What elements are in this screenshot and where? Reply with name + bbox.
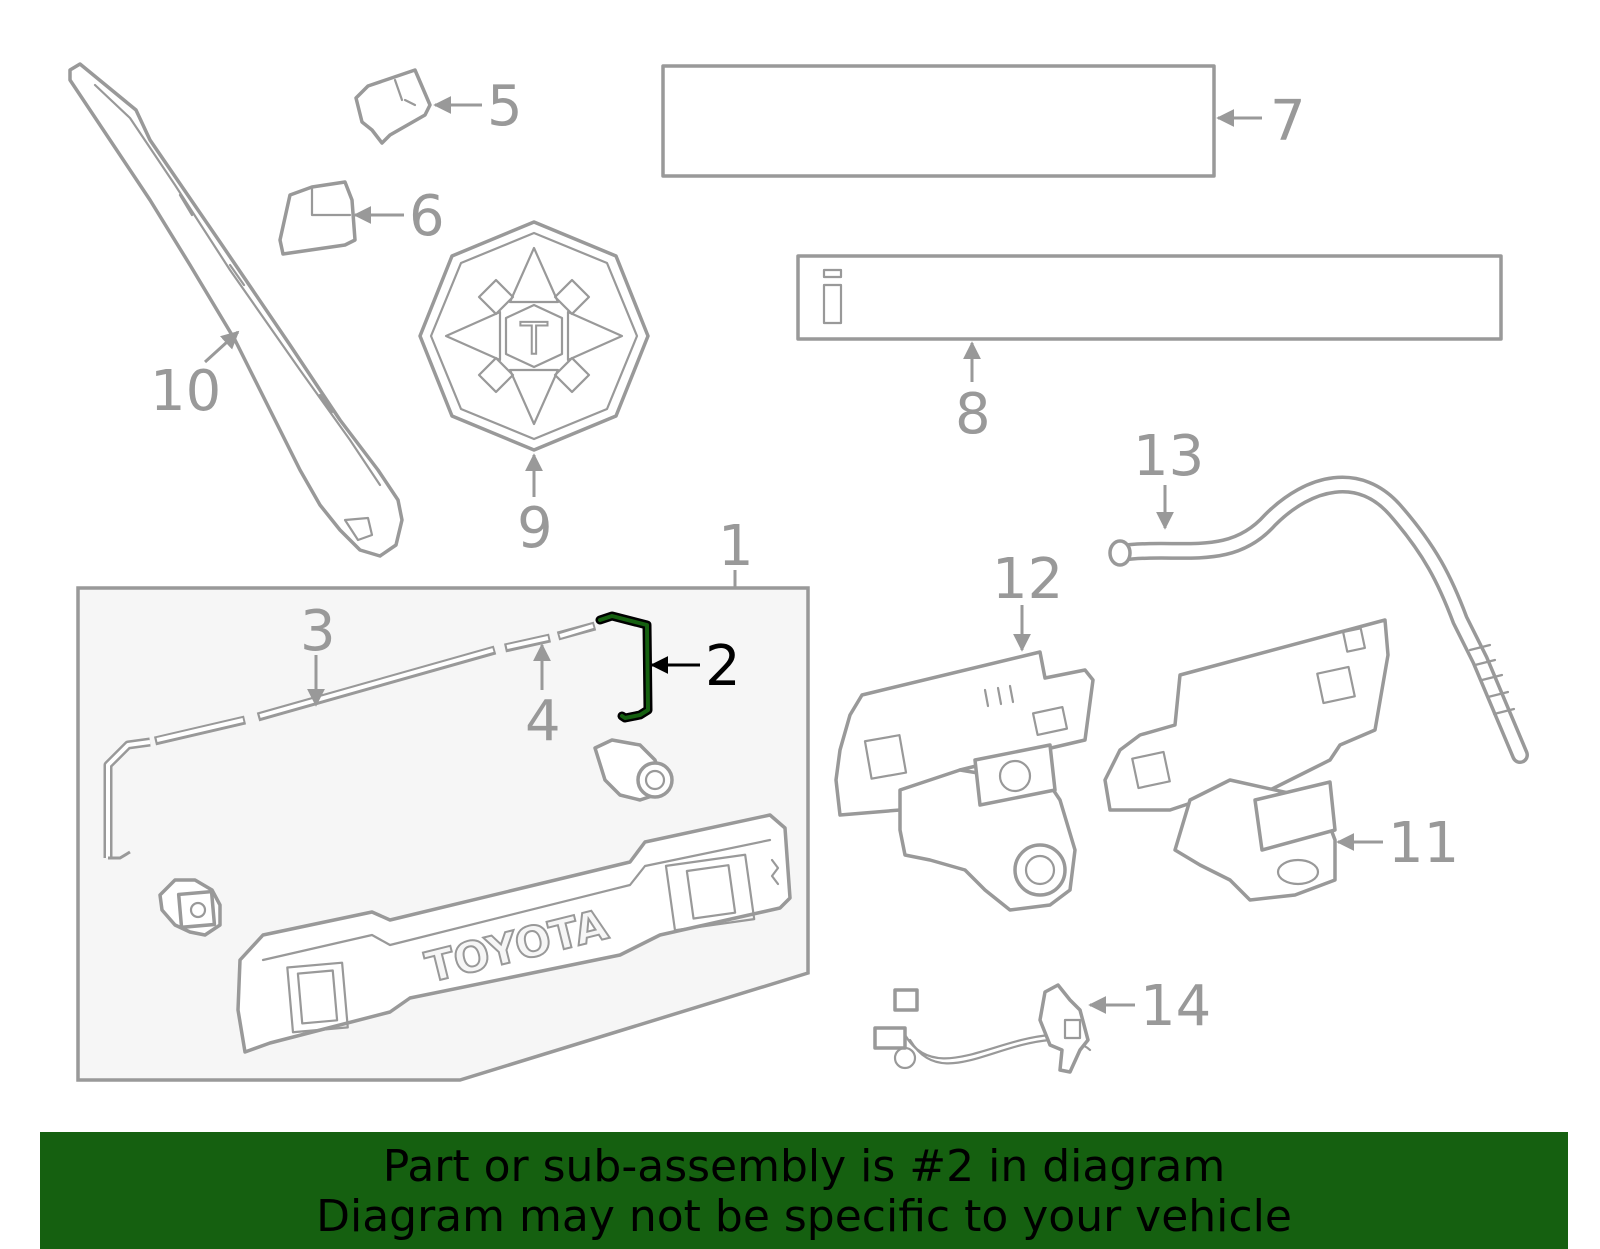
strip-part[interactable] — [661, 64, 1216, 178]
callout-1: 1 — [718, 514, 754, 579]
callout-3: 3 — [300, 599, 336, 664]
callout-6: 6 — [409, 184, 445, 249]
plate-garnish-part[interactable]: TOYOTA — [236, 813, 792, 1054]
banner-line-1: Part or sub-assembly is #2 in diagram — [382, 1141, 1226, 1192]
wiring-harness-part[interactable] — [873, 983, 1092, 1074]
long-strip-part[interactable] — [796, 254, 1503, 341]
callout-9: 9 — [517, 496, 553, 561]
callout-7: 7 — [1270, 89, 1306, 154]
highlighted-seal-part[interactable] — [595, 611, 653, 723]
emblem-letter: T — [520, 314, 548, 365]
info-banner: Part or sub-assembly is #2 in diagram Di… — [40, 1132, 1568, 1249]
callout-11: 11 — [1388, 811, 1459, 876]
callout-4: 4 — [525, 689, 561, 754]
bracket-part[interactable] — [278, 180, 357, 256]
clip-part[interactable] — [354, 68, 432, 145]
garnish-assembly-box[interactable]: TOYOTA — [76, 586, 810, 1082]
wiper-arm-part[interactable] — [68, 62, 404, 558]
callout-13: 13 — [1133, 424, 1204, 489]
callout-14: 14 — [1140, 974, 1211, 1039]
callout-8: 8 — [955, 382, 991, 447]
seal-strip-part[interactable] — [103, 621, 597, 860]
camera-assembly-part[interactable] — [1103, 618, 1390, 902]
emblem-part[interactable]: T — [418, 220, 650, 452]
leader-lines — [203, 96, 1383, 1014]
callout-2: 2 — [705, 634, 741, 699]
callout-labels: 1 2 3 4 5 6 7 8 9 10 11 12 13 14 — [150, 74, 1459, 1039]
push-clip-part[interactable] — [593, 738, 674, 802]
callout-10: 10 — [150, 359, 221, 424]
nut-clip-part[interactable] — [158, 878, 222, 937]
callout-5: 5 — [487, 74, 523, 139]
cable-part[interactable] — [1108, 475, 1529, 764]
callout-12: 12 — [992, 547, 1063, 612]
camera-bracket-part[interactable] — [834, 650, 1095, 912]
banner-line-2: Diagram may not be specific to your vehi… — [316, 1191, 1292, 1242]
